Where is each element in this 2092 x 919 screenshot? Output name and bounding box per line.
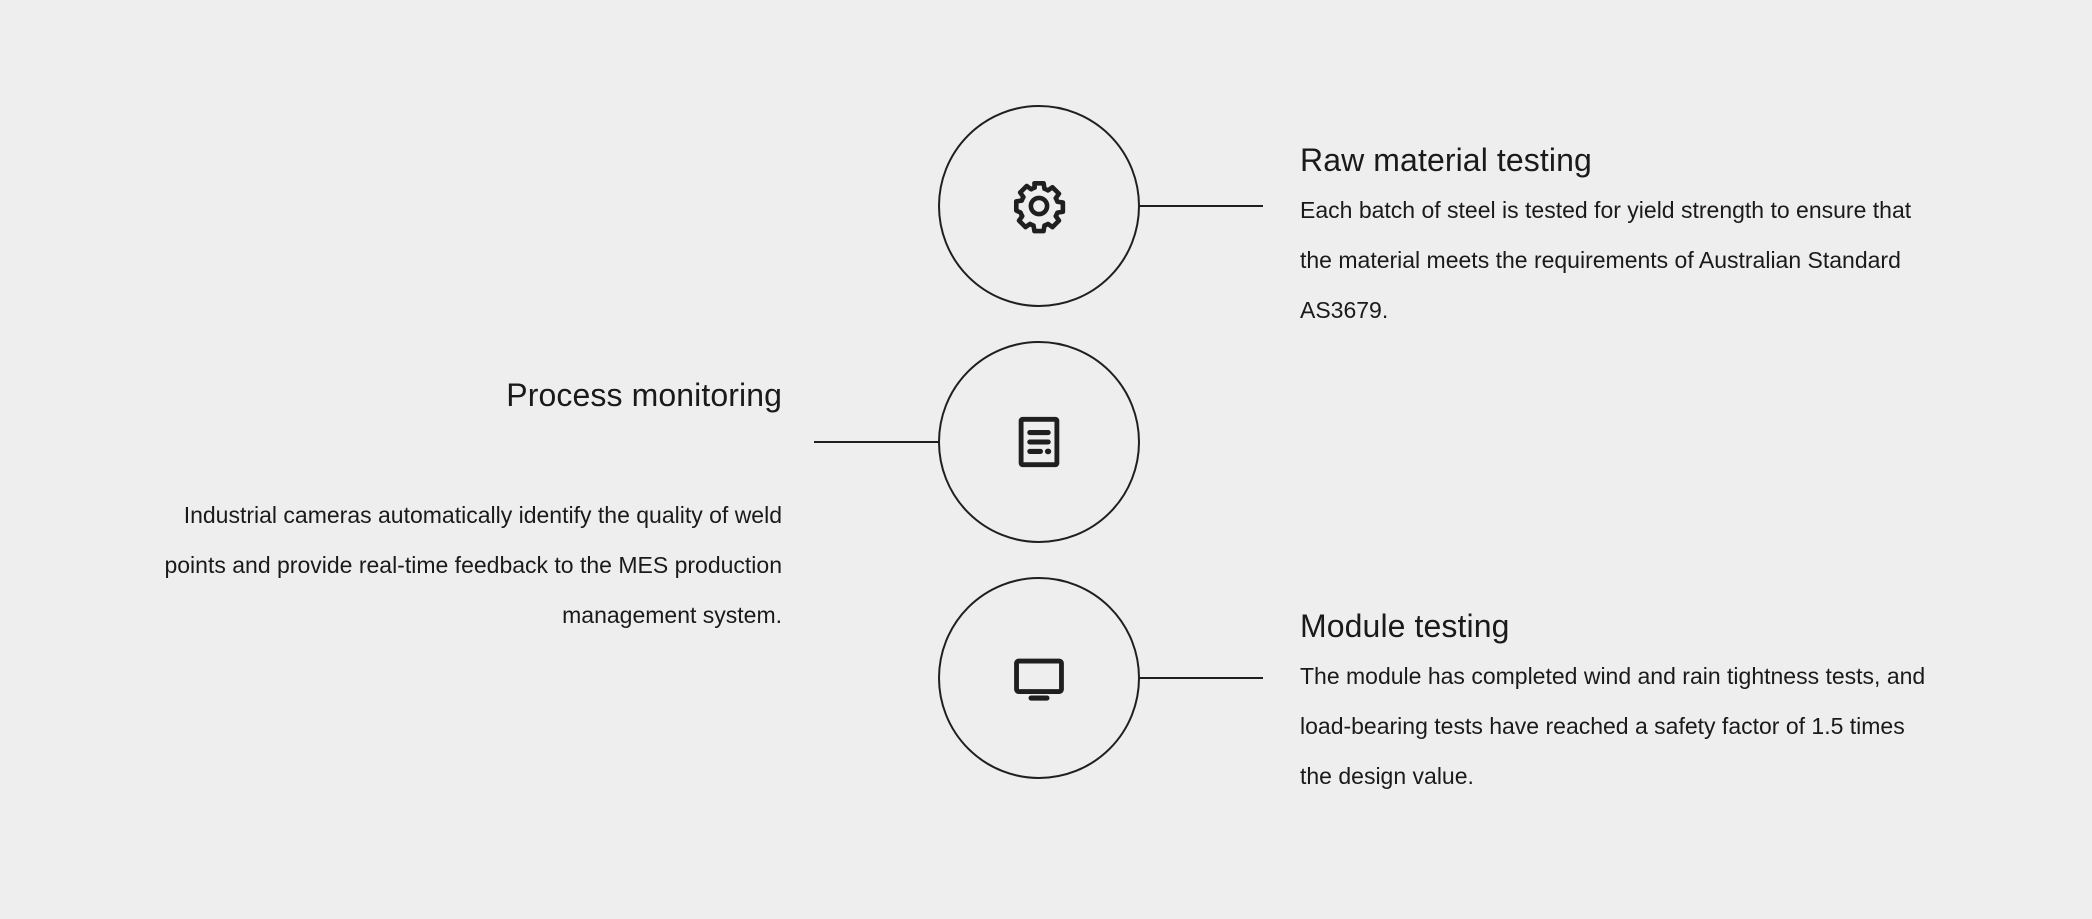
heading-block-process-monitoring: Process monitoring [140,375,782,415]
monitor-icon [1010,649,1068,707]
body-process-monitoring: Industrial cameras automatically identif… [164,502,782,628]
body-module-testing: The module has completed wind and rain t… [1300,663,1926,789]
heading-module-testing: Module testing [1300,608,1510,644]
text-block-module-testing: Module testing The module has completed … [1300,606,1940,801]
connector-line-raw-material-testing [1139,205,1263,207]
node-circle-process-monitoring[interactable] [938,341,1140,543]
gear-icon [1010,177,1068,235]
heading-raw-material-testing: Raw material testing [1300,142,1592,178]
heading-process-monitoring: Process monitoring [506,377,782,413]
connector-line-process-monitoring [814,441,939,443]
node-circle-raw-material-testing[interactable] [938,105,1140,307]
body-block-process-monitoring: Industrial cameras automatically identif… [140,490,782,640]
body-raw-material-testing: Each batch of steel is tested for yield … [1300,197,1912,323]
document-icon [1010,413,1068,471]
node-circle-module-testing[interactable] [938,577,1140,779]
connector-line-module-testing [1139,677,1263,679]
text-block-raw-material-testing: Raw material testing Each batch of steel… [1300,140,1940,335]
